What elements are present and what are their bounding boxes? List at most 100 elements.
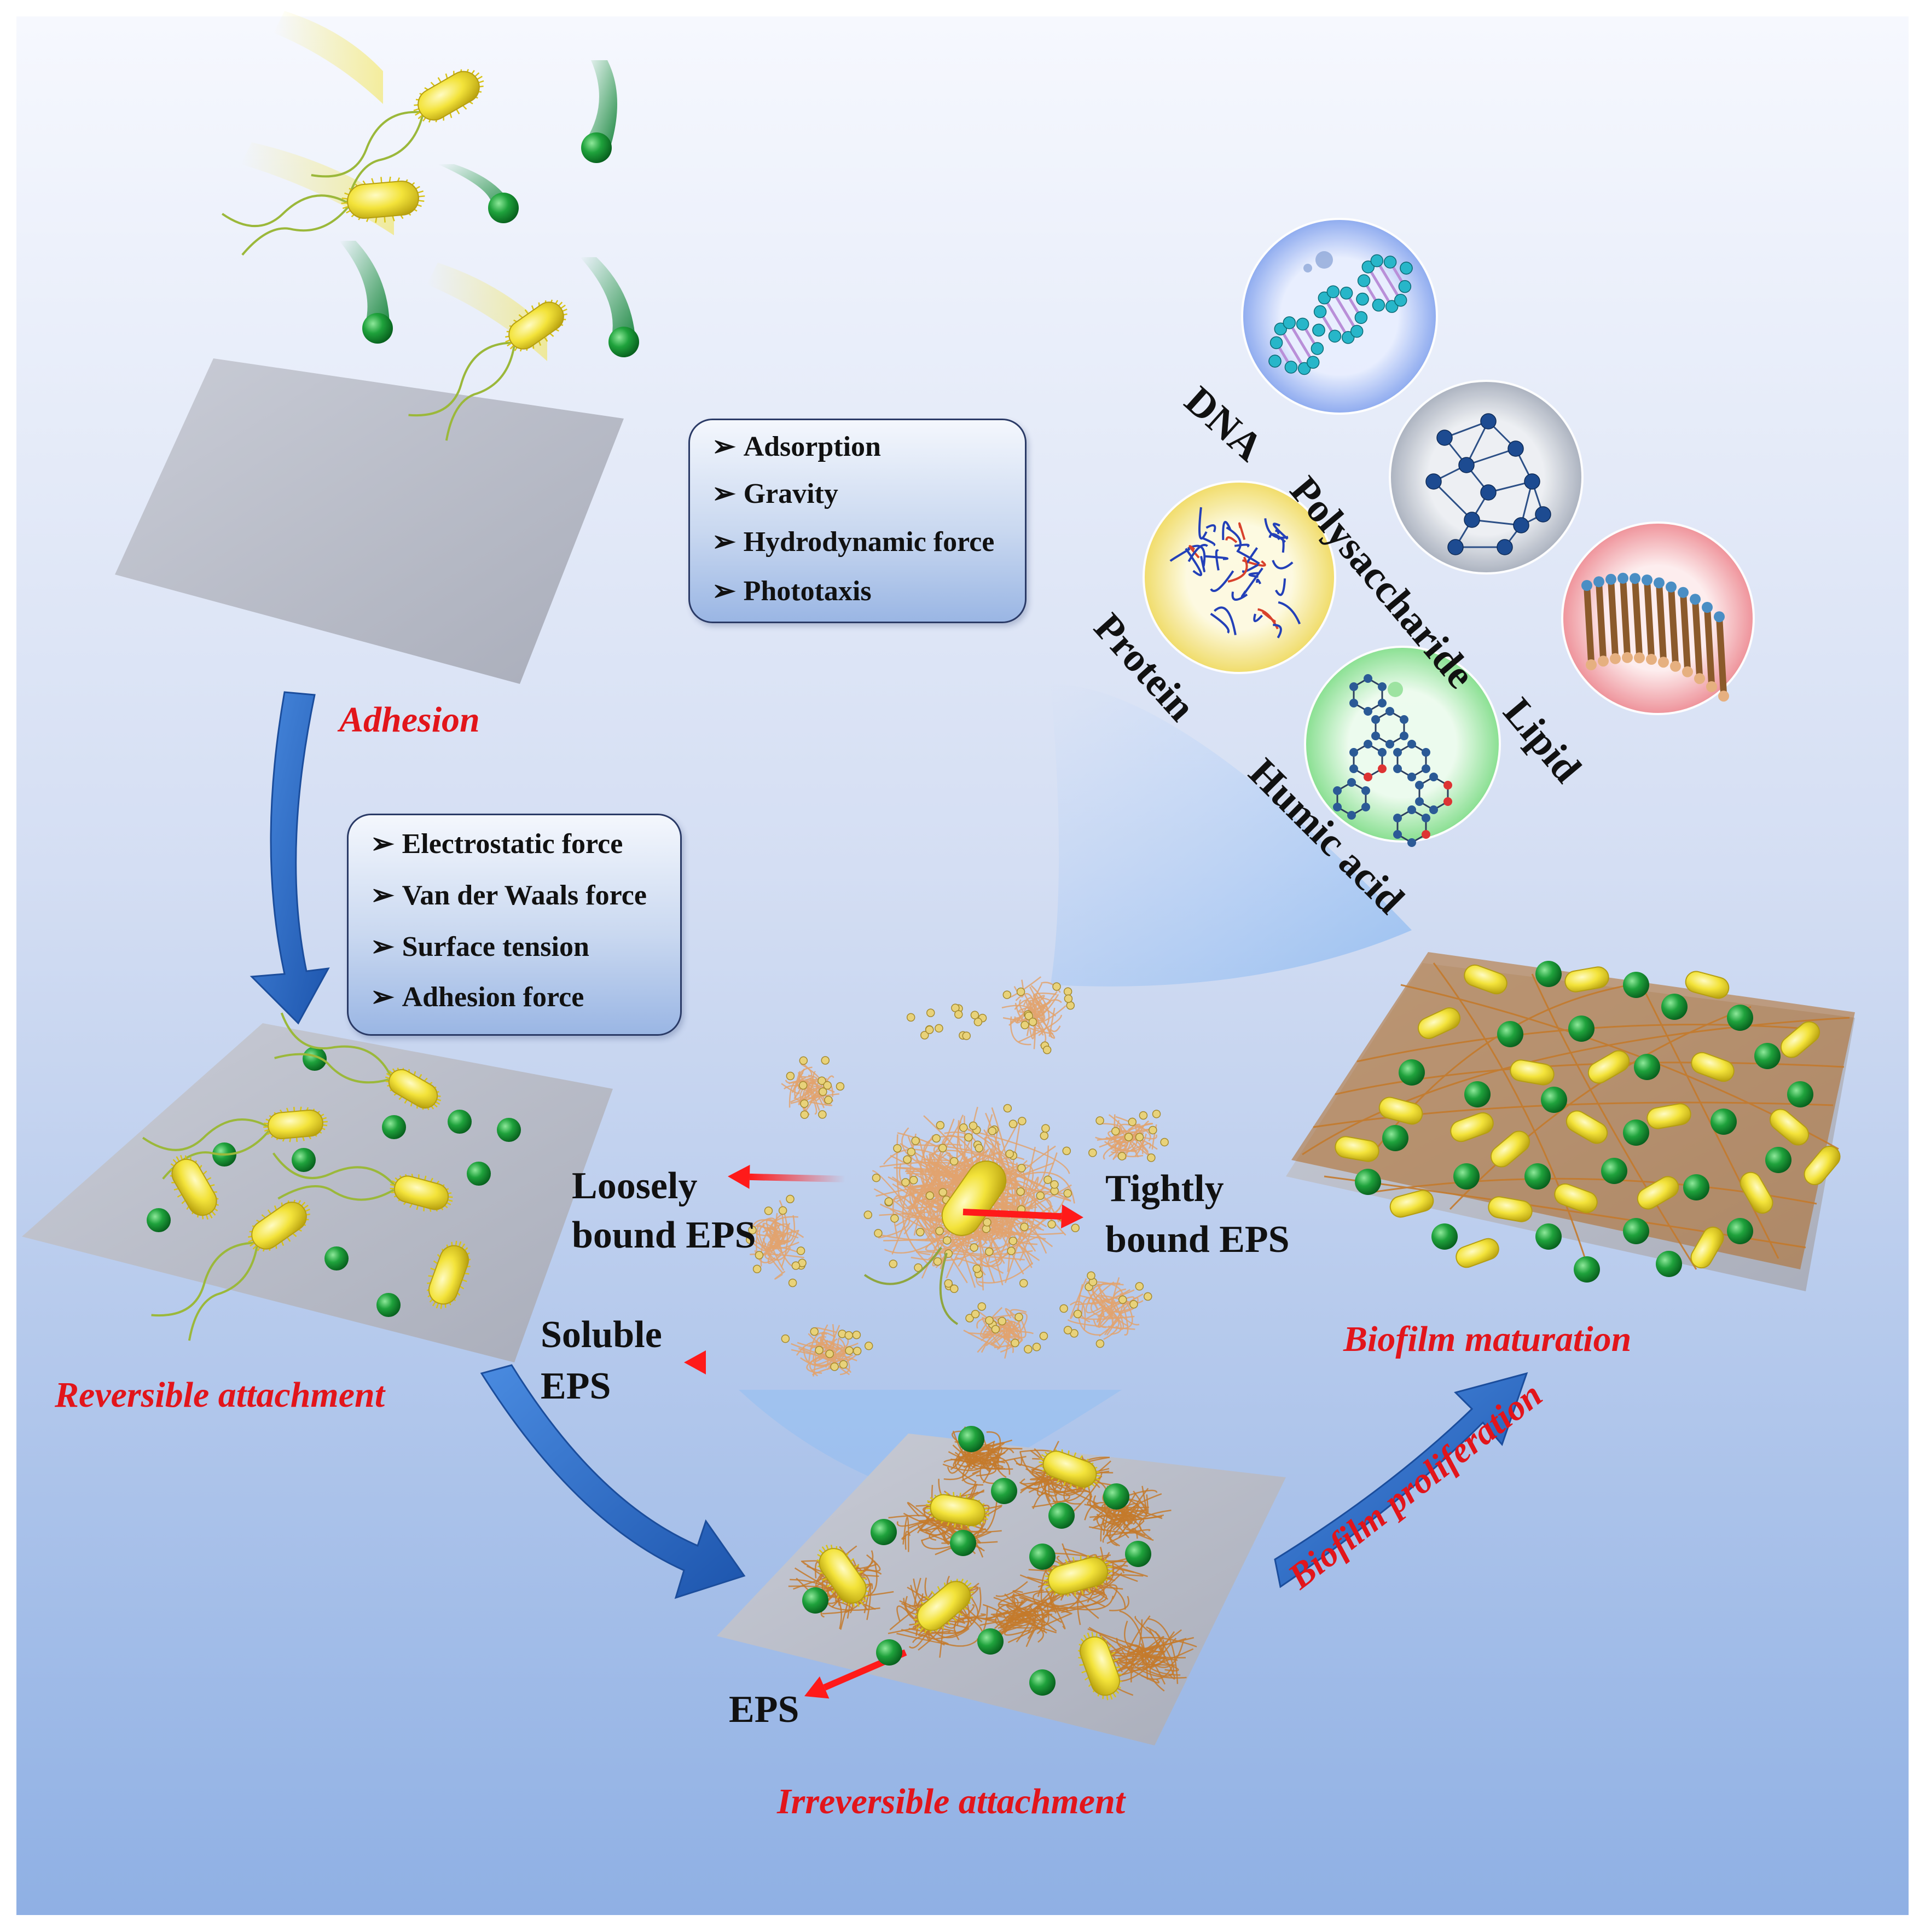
green-sphere <box>448 1110 472 1134</box>
eps-bead <box>815 1347 823 1354</box>
bullet-arrow-icon: ➢ <box>370 879 395 912</box>
eps-bead <box>1153 1110 1161 1118</box>
eps-bead <box>1003 991 1011 999</box>
eps-bead <box>1149 1126 1157 1134</box>
green-sphere <box>467 1162 491 1186</box>
green-sphere <box>1464 1081 1491 1107</box>
eps-bead <box>821 1057 829 1064</box>
eps-bead <box>781 1335 789 1343</box>
green-sphere <box>1623 1218 1649 1244</box>
eps-bead <box>854 1347 861 1355</box>
box-attachment-forces: ➢Electrostatic force➢Van der Waals force… <box>347 814 682 1036</box>
eps-bead <box>1074 1310 1082 1318</box>
eps-bead <box>1063 1147 1070 1154</box>
eps-bead <box>1147 1154 1155 1162</box>
bullet-item: ➢Van der Waals force <box>370 879 647 912</box>
eps-bead <box>1051 1181 1058 1188</box>
eps-bead <box>1096 1340 1104 1348</box>
eps-bead <box>1135 1283 1143 1290</box>
eps-bead <box>902 1179 909 1186</box>
eps-bead <box>1040 1132 1048 1140</box>
eps-bead <box>1021 1021 1029 1029</box>
eps-bead <box>1017 988 1025 996</box>
eps-bead <box>840 1361 848 1368</box>
bullet-text: Adsorption <box>744 431 881 462</box>
eps-bead <box>1161 1138 1168 1146</box>
eps-bead <box>1119 1296 1127 1303</box>
green-sphere <box>1048 1502 1075 1529</box>
bullet-arrow-icon: ➢ <box>712 430 736 463</box>
bullet-text: Phototaxis <box>744 576 872 607</box>
green-sphere <box>292 1148 316 1172</box>
green-sphere <box>991 1478 1017 1504</box>
eps-bead <box>973 1265 981 1273</box>
eps-bead <box>801 1100 808 1107</box>
bullet-item: ➢ Phototaxis <box>712 575 872 607</box>
eps-bead <box>799 1057 807 1064</box>
green-sphere <box>1601 1158 1627 1184</box>
green-sphere <box>1727 1218 1753 1244</box>
eps-bead <box>1089 1149 1097 1157</box>
bullet-arrow-icon: ➢ <box>712 575 736 607</box>
green-sphere <box>488 193 519 223</box>
eps-bead <box>1009 1120 1017 1128</box>
green-sphere <box>1029 1544 1056 1570</box>
eps-bead <box>936 1227 943 1235</box>
eps-bead <box>1020 1279 1028 1287</box>
green-sphere <box>1727 1005 1753 1031</box>
eps-bead <box>864 1211 872 1219</box>
eps-bead <box>950 1157 958 1165</box>
green-sphere <box>362 313 393 344</box>
eps-bead <box>907 1013 915 1021</box>
bullet-item: ➢Gravity <box>712 477 838 510</box>
label-irreversible-attachment: Irreversible attachment <box>777 1781 1125 1823</box>
green-sphere <box>1382 1125 1408 1151</box>
eps-bead <box>872 1174 880 1182</box>
green-sphere <box>581 132 612 163</box>
eps-bead <box>1087 1272 1095 1279</box>
label-biofilm-maturation: Biofilm maturation <box>1343 1319 1631 1360</box>
eps-bead <box>965 1134 972 1141</box>
green-sphere <box>1787 1081 1813 1107</box>
eps-bead <box>845 1332 853 1339</box>
eps-bead <box>932 1134 940 1142</box>
eps-bead <box>936 1121 944 1129</box>
green-sphere <box>1453 1163 1480 1190</box>
eps-bead <box>1128 1118 1136 1125</box>
eps-bead <box>1064 988 1072 995</box>
lipid-icon <box>1562 523 1754 714</box>
eps-bead <box>950 1285 958 1292</box>
eps-bead <box>1042 1124 1050 1132</box>
eps-bead <box>753 1265 761 1273</box>
eps-bead <box>1015 1313 1023 1321</box>
eps-bead <box>865 1342 873 1350</box>
bullet-item: ➢Adhesion force <box>370 980 584 1013</box>
eps-bead <box>1024 1345 1032 1353</box>
green-sphere <box>1711 1109 1737 1135</box>
eps-bead <box>1053 983 1060 990</box>
green-sphere <box>1568 1016 1594 1042</box>
eps-bead <box>836 1082 844 1090</box>
eps-bead <box>786 1195 794 1203</box>
green-sphere <box>1524 1163 1551 1190</box>
eps-bead <box>988 1127 996 1135</box>
eps-bead <box>974 1018 982 1026</box>
eps-bead <box>874 1229 882 1237</box>
eps-bead <box>970 1244 978 1251</box>
eps-bead <box>1044 1176 1052 1183</box>
eps-bead <box>1004 1104 1011 1112</box>
green-sphere <box>1535 961 1562 987</box>
eps-bead <box>891 1215 898 1222</box>
eps-bead <box>917 1228 924 1236</box>
eps-bead <box>801 1111 808 1118</box>
green-sphere <box>876 1639 902 1666</box>
eps-bead <box>985 1248 993 1256</box>
eps-bead <box>1033 1343 1041 1351</box>
eps-bead <box>975 1144 983 1152</box>
eps-bead <box>819 1088 827 1095</box>
eps-bead <box>1144 1293 1152 1301</box>
label-tightly-line2: bound EPS <box>1105 1218 1290 1262</box>
eps-bead <box>985 1316 993 1324</box>
eps-bead <box>1139 1112 1147 1119</box>
